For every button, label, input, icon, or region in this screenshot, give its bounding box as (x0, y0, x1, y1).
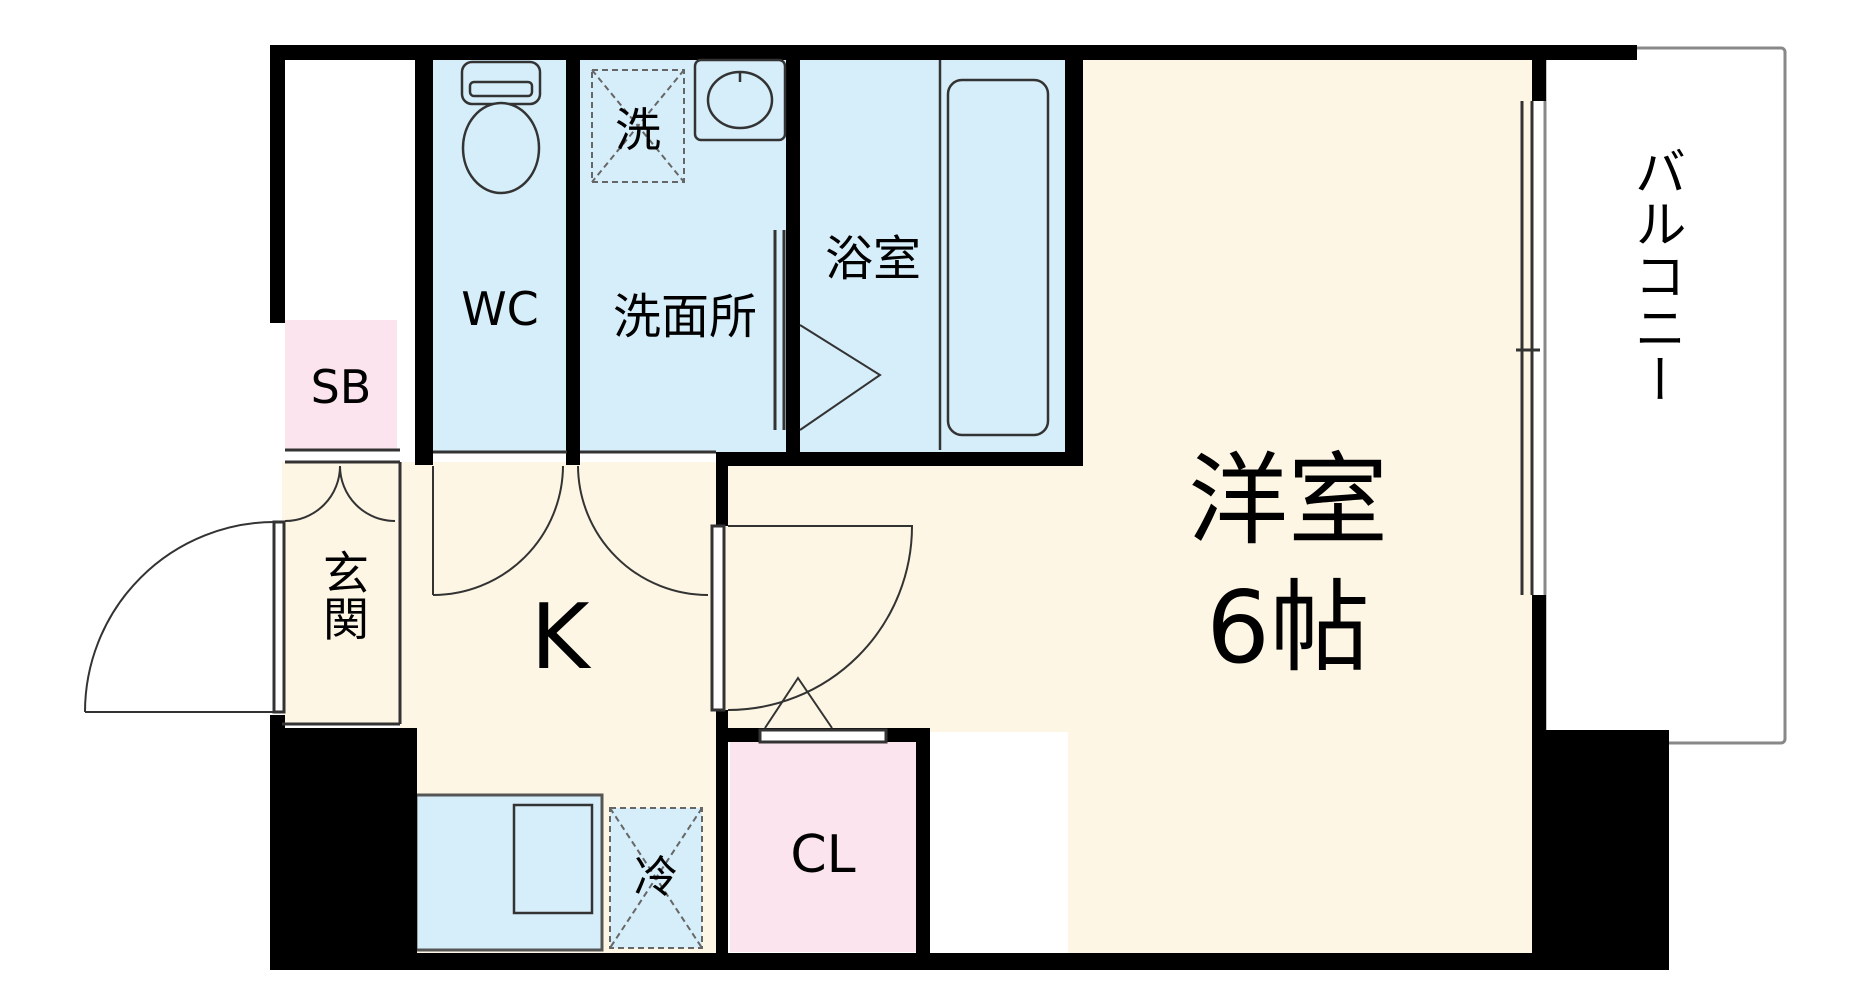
label-bathroom: 浴室 (825, 231, 921, 287)
label-storage-box: SB (311, 360, 372, 414)
storage-box-room (285, 320, 397, 450)
sink-icon (693, 58, 787, 142)
stove-icon (512, 803, 594, 915)
walls (270, 45, 1669, 970)
toilet-icon (460, 60, 542, 195)
fridge-cross (609, 807, 703, 949)
label-western-room: 洋室 (1188, 442, 1388, 559)
label-washroom: 洗面所 (613, 289, 757, 345)
label-entrance: 玄関 (316, 549, 370, 641)
label-closet: CL (790, 825, 855, 885)
partitions (272, 101, 1540, 744)
bathtub-icon (946, 78, 1050, 437)
label-kitchen: K (530, 585, 591, 690)
door-swings (84, 324, 914, 729)
label-balcony: バルコニー (1625, 145, 1685, 405)
western-room-floor (1068, 58, 1532, 953)
washer-space (591, 69, 685, 183)
label-room-size: 6帖 (1206, 569, 1370, 686)
hall-floor (720, 462, 1068, 732)
label-fridge: 冷 (634, 852, 678, 903)
label-washer: 洗 (615, 103, 661, 157)
closet-room (730, 742, 916, 952)
label-wc: WC (461, 282, 539, 336)
entrance-floor (282, 462, 402, 724)
